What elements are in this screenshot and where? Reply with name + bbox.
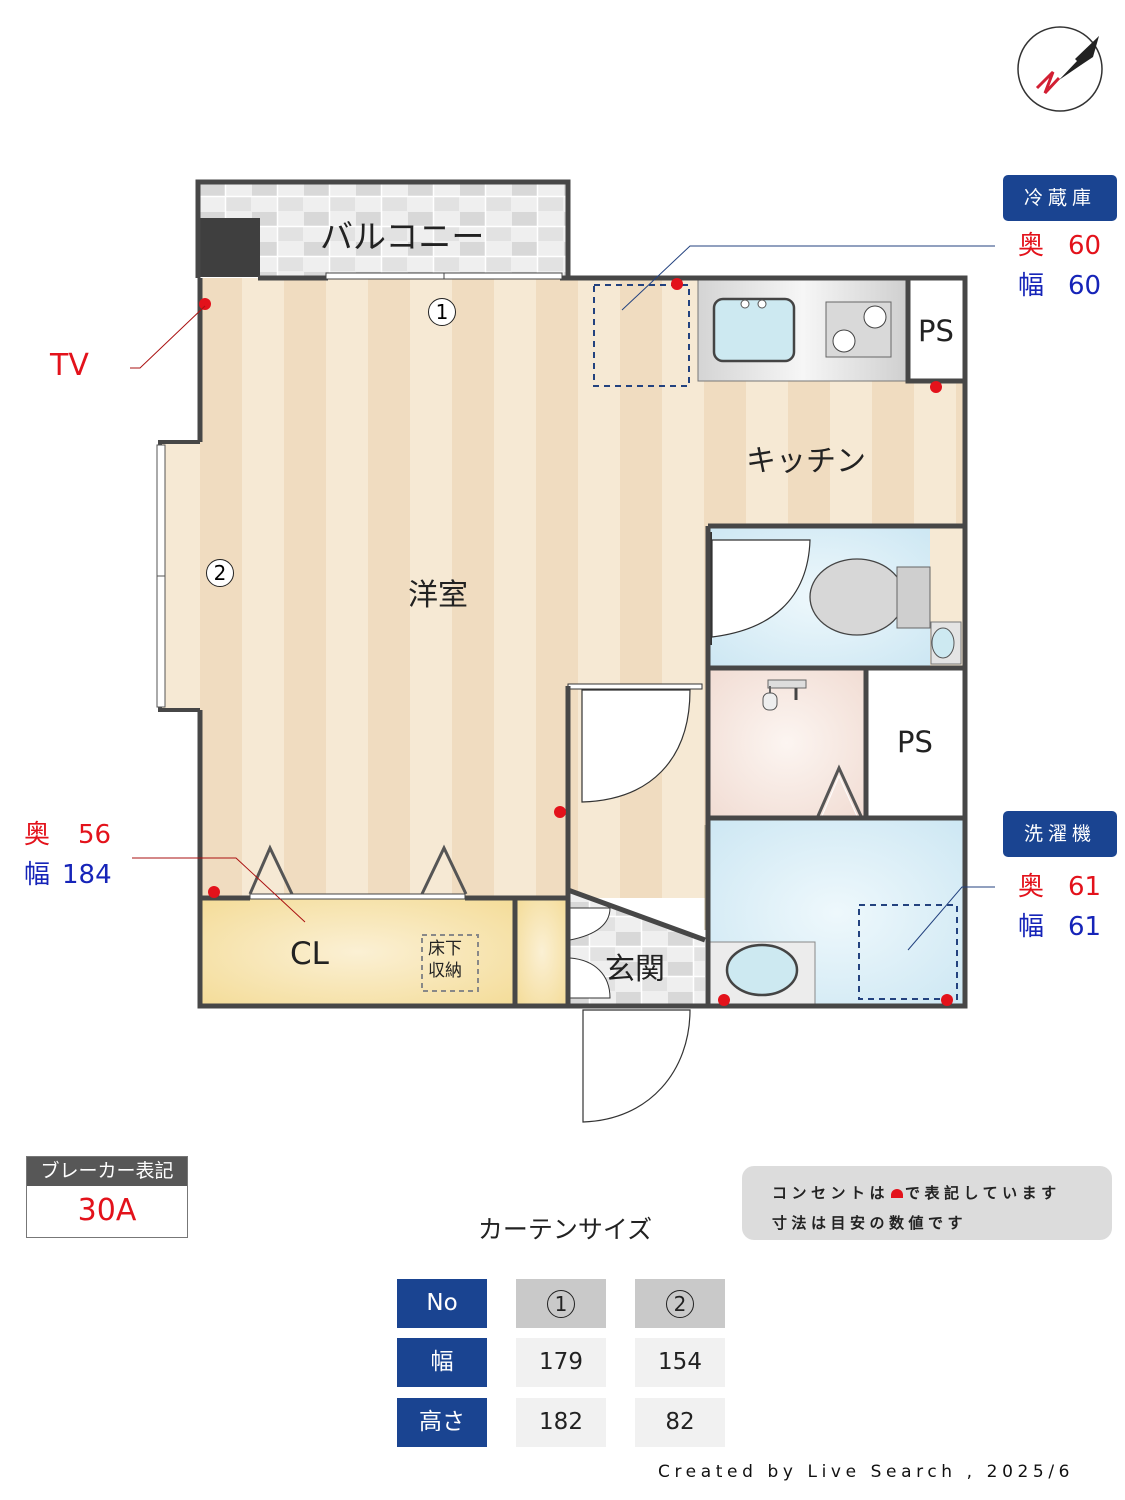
closet-label: CL: [290, 936, 329, 972]
width-value: 61: [1068, 912, 1102, 942]
marker-1-text: 1: [428, 298, 456, 326]
underfloor-storage-label: 床下 収納: [428, 938, 462, 982]
col2-no-text: 2: [666, 1289, 694, 1318]
breaker-value: 30A: [77, 1193, 137, 1228]
width-label: 幅: [1018, 271, 1045, 301]
window-marker-2: 2: [206, 559, 234, 587]
note-line1-before: コンセントは: [772, 1184, 890, 1202]
western-room-label: 洋室: [408, 578, 468, 613]
refrigerator-tag: 冷蔵庫: [1003, 175, 1117, 221]
depth-value: 60: [1068, 231, 1102, 261]
closet-dims: 奥 56 幅 184: [24, 815, 112, 895]
curtain-header-no: No: [397, 1279, 487, 1328]
footer-credit: Created by Live Search , 2025/6: [658, 1462, 1075, 1482]
curtain-col2-height: 82: [635, 1398, 725, 1447]
ps-kitchen-label: PS: [918, 314, 954, 348]
col1-no-text: 1: [547, 1289, 575, 1318]
curtain-title: カーテンサイズ: [477, 1215, 653, 1244]
balcony-label: バルコニー: [320, 217, 485, 256]
entrance-label: 玄関: [605, 952, 665, 987]
curtain-col2-no: 2: [635, 1279, 725, 1328]
curtain-col2-width: 154: [635, 1338, 725, 1387]
curtain-col1-height: 182: [516, 1398, 606, 1447]
window-marker-1: 1: [428, 298, 456, 326]
compass-icon: [1017, 26, 1103, 112]
width-value: 60: [1068, 271, 1102, 301]
width-label: 幅: [1018, 912, 1045, 942]
underfloor-line2: 収納: [428, 961, 462, 981]
refrigerator-dims: 奥 60 幅 60: [1018, 226, 1101, 306]
legend-note: コンセントはで表記しています 寸法は目安の数値です: [742, 1166, 1112, 1240]
depth-value: 61: [1068, 872, 1102, 902]
depth-label: 奥: [1018, 872, 1045, 902]
floor-plan: [130, 179, 995, 1123]
ps-bath-label: PS: [897, 725, 933, 759]
curtain-col1-no: 1: [516, 1279, 606, 1328]
width-label: 幅: [24, 860, 51, 890]
underfloor-line1: 床下: [428, 939, 462, 959]
depth-label: 奥: [24, 820, 51, 850]
width-value: 184: [62, 860, 112, 890]
note-line1-after: で表記しています: [905, 1184, 1061, 1202]
curtain-header-width: 幅: [397, 1338, 487, 1387]
kitchen-label: キッチン: [746, 444, 866, 479]
curtain-header-height: 高さ: [397, 1398, 487, 1447]
breaker-box: ブレーカー表記 30A: [26, 1156, 188, 1238]
breaker-header: ブレーカー表記: [27, 1157, 187, 1186]
washer-tag: 洗濯機: [1003, 811, 1117, 857]
marker-2-text: 2: [206, 559, 234, 587]
outlet-icon: [891, 1189, 904, 1198]
depth-value: 56: [78, 820, 112, 850]
note-line2: 寸法は目安の数値です: [772, 1214, 968, 1232]
washer-dims: 奥 61 幅 61: [1018, 867, 1101, 947]
depth-label: 奥: [1018, 231, 1045, 261]
tv-outlet-label: TV: [50, 348, 89, 383]
curtain-col1-width: 179: [516, 1338, 606, 1387]
